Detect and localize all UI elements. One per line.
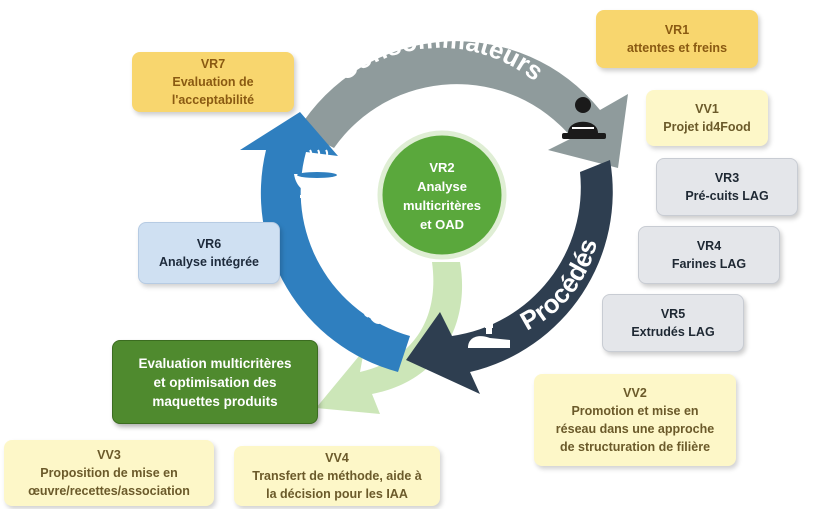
center-line2: multicritères (403, 198, 481, 213)
vr4-text: Farines LAG (671, 257, 747, 271)
vr4-code: VR4 (696, 239, 722, 253)
vr7-box: VR7 Evaluation de l'acceptabilité (132, 52, 294, 112)
food-bowl-icon (294, 149, 340, 198)
center-line1: Analyse (417, 179, 467, 194)
vr6-code: VR6 (196, 237, 222, 251)
vv3-box: VV3 Proposition de mise en œuvre/recette… (4, 440, 214, 506)
factory-funnel-icon (468, 295, 510, 348)
vr3-code: VR3 (714, 171, 740, 185)
vv1-code: VV1 (695, 102, 719, 116)
center-code: VR2 (429, 160, 454, 175)
produits-arc (240, 112, 410, 372)
vv2-code: VV2 (623, 386, 647, 400)
vv1-text: Projet id4Food (663, 120, 751, 134)
vr1-text: attentes et freins (626, 41, 728, 55)
vr4-box: VR4 Farines LAG (638, 226, 780, 284)
vr6-box: VR6 Analyse intégrée (138, 222, 280, 284)
vr1-box: VR1 attentes et freins (596, 10, 758, 68)
vr7-line1: Evaluation de (172, 75, 254, 89)
vr3-text: Pré-cuits LAG (685, 189, 769, 203)
vv4-line1: Transfert de méthode, aide à (252, 469, 422, 483)
center-line3: et OAD (420, 217, 464, 232)
consumer-icon (562, 97, 606, 139)
green-line3: maquettes produits (152, 393, 278, 409)
vv1-box: VV1 Projet id4Food (646, 90, 768, 146)
vr3-box: VR3 Pré-cuits LAG (656, 158, 798, 216)
vv3-line2: œuvre/recettes/association (28, 484, 190, 498)
vr6-text: Analyse intégrée (158, 255, 260, 269)
vv3-line1: Proposition de mise en (40, 466, 178, 480)
vr5-box: VR5 Extrudés LAG (602, 294, 744, 352)
vv4-box: VV4 Transfert de méthode, aide à la déci… (234, 446, 440, 506)
procedes-arc (406, 160, 613, 394)
vv2-line1: Promotion et mise en (571, 404, 699, 418)
tail-arrow (316, 262, 463, 414)
green-box: Evaluation multicritères et optimisation… (112, 340, 318, 424)
green-line2: et optimisation des (153, 374, 277, 390)
vr5-code: VR5 (660, 307, 686, 321)
center-circle (377, 130, 507, 260)
vv2-line3: de structuration de filière (559, 440, 711, 454)
vv4-code: VV4 (325, 451, 349, 465)
green-line1: Evaluation multicritères (138, 355, 292, 371)
vv2-box: VV2 Promotion et mise en réseau dans une… (534, 374, 736, 466)
consommateurs-arc (298, 41, 628, 169)
vr7-code: VR7 (200, 57, 226, 71)
vv4-line2: la décision pour les IAA (266, 487, 408, 501)
vr5-text: Extrudés LAG (631, 325, 715, 339)
vv3-code: VV3 (97, 448, 121, 462)
vv2-line2: réseau dans une approche (555, 422, 715, 436)
vr7-line2: l'acceptabilité (171, 93, 255, 107)
vr1-code: VR1 (664, 23, 690, 37)
